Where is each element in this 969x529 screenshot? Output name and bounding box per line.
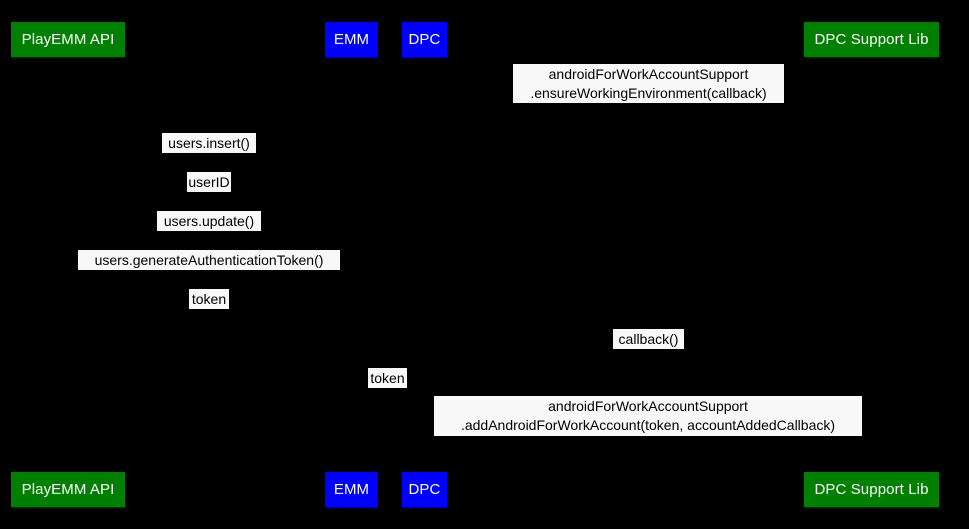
message-token-1: token (189, 289, 229, 309)
message-line-1: token (191, 290, 227, 307)
participant-label: EMM (333, 31, 370, 48)
message-line-1: userID (188, 173, 230, 190)
participant-label: DPC Support Lib (814, 31, 929, 48)
participant-label: EMM (333, 481, 370, 498)
lifeline-playemm-api (68, 57, 69, 472)
participant-label: PlayEMM API (21, 31, 115, 48)
participant-top-playemm-api[interactable]: PlayEMM API (11, 22, 125, 57)
participant-label: DPC Support Lib (814, 481, 929, 498)
participant-bottom-emm[interactable]: EMM (325, 472, 378, 507)
lifeline-dpc (424, 57, 425, 472)
participant-top-dpc[interactable]: DPC (402, 22, 447, 57)
message-callback: callback() (613, 329, 684, 349)
message-add-android-for-work-account: androidForWorkAccountSupport .addAndroid… (434, 396, 862, 436)
message-token-2: token (368, 368, 407, 388)
lifeline-dpc-support-lib (871, 57, 872, 472)
participant-top-dpc-support-lib[interactable]: DPC Support Lib (804, 22, 939, 57)
message-line-2: .ensureWorkingEnvironment(callback) (530, 84, 767, 101)
participant-bottom-playemm-api[interactable]: PlayEMM API (11, 472, 125, 507)
message-ensure-working-environment: androidForWorkAccountSupport .ensureWork… (513, 64, 784, 103)
lifeline-emm (351, 57, 352, 472)
participant-label: PlayEMM API (21, 481, 115, 498)
message-generate-authentication-token: users.generateAuthenticationToken() (78, 250, 340, 270)
message-line-2: .addAndroidForWorkAccount(token, account… (460, 417, 836, 433)
participant-label: DPC (408, 31, 441, 48)
participant-bottom-dpc[interactable]: DPC (402, 472, 447, 507)
message-users-update: users.update() (157, 211, 261, 231)
participant-bottom-dpc-support-lib[interactable]: DPC Support Lib (804, 472, 939, 507)
message-line-1: users.update() (163, 212, 255, 229)
message-line-1: androidForWorkAccountSupport (548, 65, 749, 82)
participant-label: DPC (408, 481, 441, 498)
message-line-1: users.generateAuthenticationToken() (94, 251, 324, 268)
participant-top-emm[interactable]: EMM (325, 22, 378, 57)
message-line-1: users.insert() (168, 134, 250, 151)
message-line-1: callback() (618, 330, 679, 347)
message-users-insert: users.insert() (162, 133, 256, 153)
message-user-id: userID (187, 172, 231, 192)
message-line-1: token (370, 369, 405, 386)
message-line-1: androidForWorkAccountSupport (548, 398, 748, 414)
